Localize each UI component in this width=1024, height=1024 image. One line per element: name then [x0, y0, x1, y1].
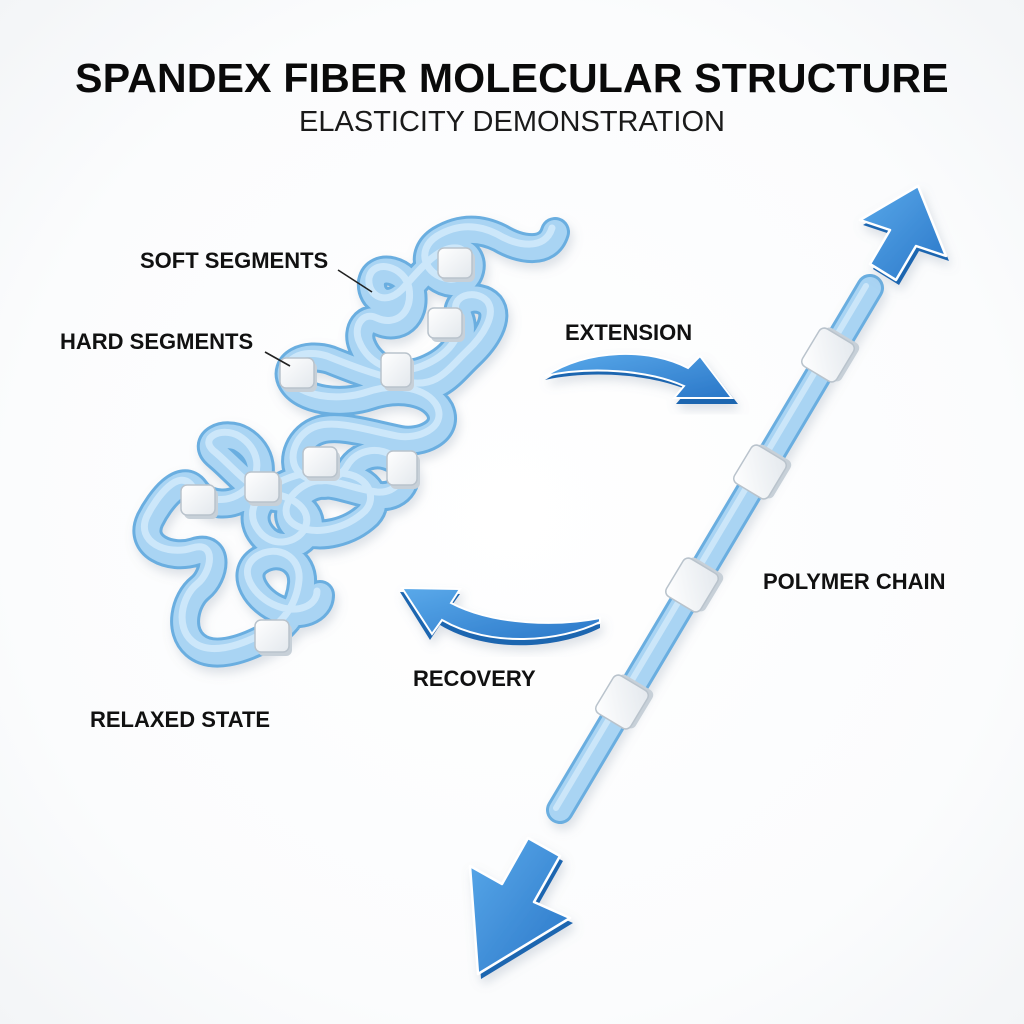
hard-block — [801, 327, 860, 383]
hard-segments-label: HARD SEGMENTS — [60, 329, 254, 354]
extension-arrow — [544, 352, 738, 404]
relaxed-state-label: RELAXED STATE — [90, 707, 271, 732]
hard-block — [254, 619, 292, 656]
hard-block — [595, 674, 654, 730]
relaxed-coil-highlight — [141, 223, 556, 653]
recovery-label: RECOVERY — [413, 666, 536, 691]
stretch-arrow-up — [858, 184, 949, 285]
hard-block — [437, 247, 475, 282]
hard-block — [665, 557, 724, 613]
hard-block — [427, 307, 465, 342]
relaxed-hard-blocks — [180, 247, 475, 656]
relaxed-coil — [132, 215, 570, 668]
soft-segments-leader — [337, 269, 373, 293]
hard-block — [180, 484, 218, 519]
recovery-arrow — [400, 586, 601, 646]
soft-segments-label: SOFT SEGMENTS — [140, 248, 329, 273]
stretched-hard-blocks — [595, 327, 860, 730]
diagram-title: SPANDEX FIBER MOLECULAR STRUCTURE — [75, 55, 949, 101]
stretch-arrow-down — [468, 836, 573, 979]
hard-segments-leader — [264, 351, 291, 367]
hard-block — [733, 444, 792, 500]
extension-label: EXTENSION — [565, 320, 693, 345]
hard-block — [244, 471, 282, 506]
hard-block — [302, 446, 340, 481]
hard-block — [386, 450, 420, 489]
diagram-subtitle: ELASTICITY DEMONSTRATION — [299, 106, 725, 138]
polymer-chain-label: POLYMER CHAIN — [763, 569, 946, 594]
hard-block — [380, 352, 414, 391]
